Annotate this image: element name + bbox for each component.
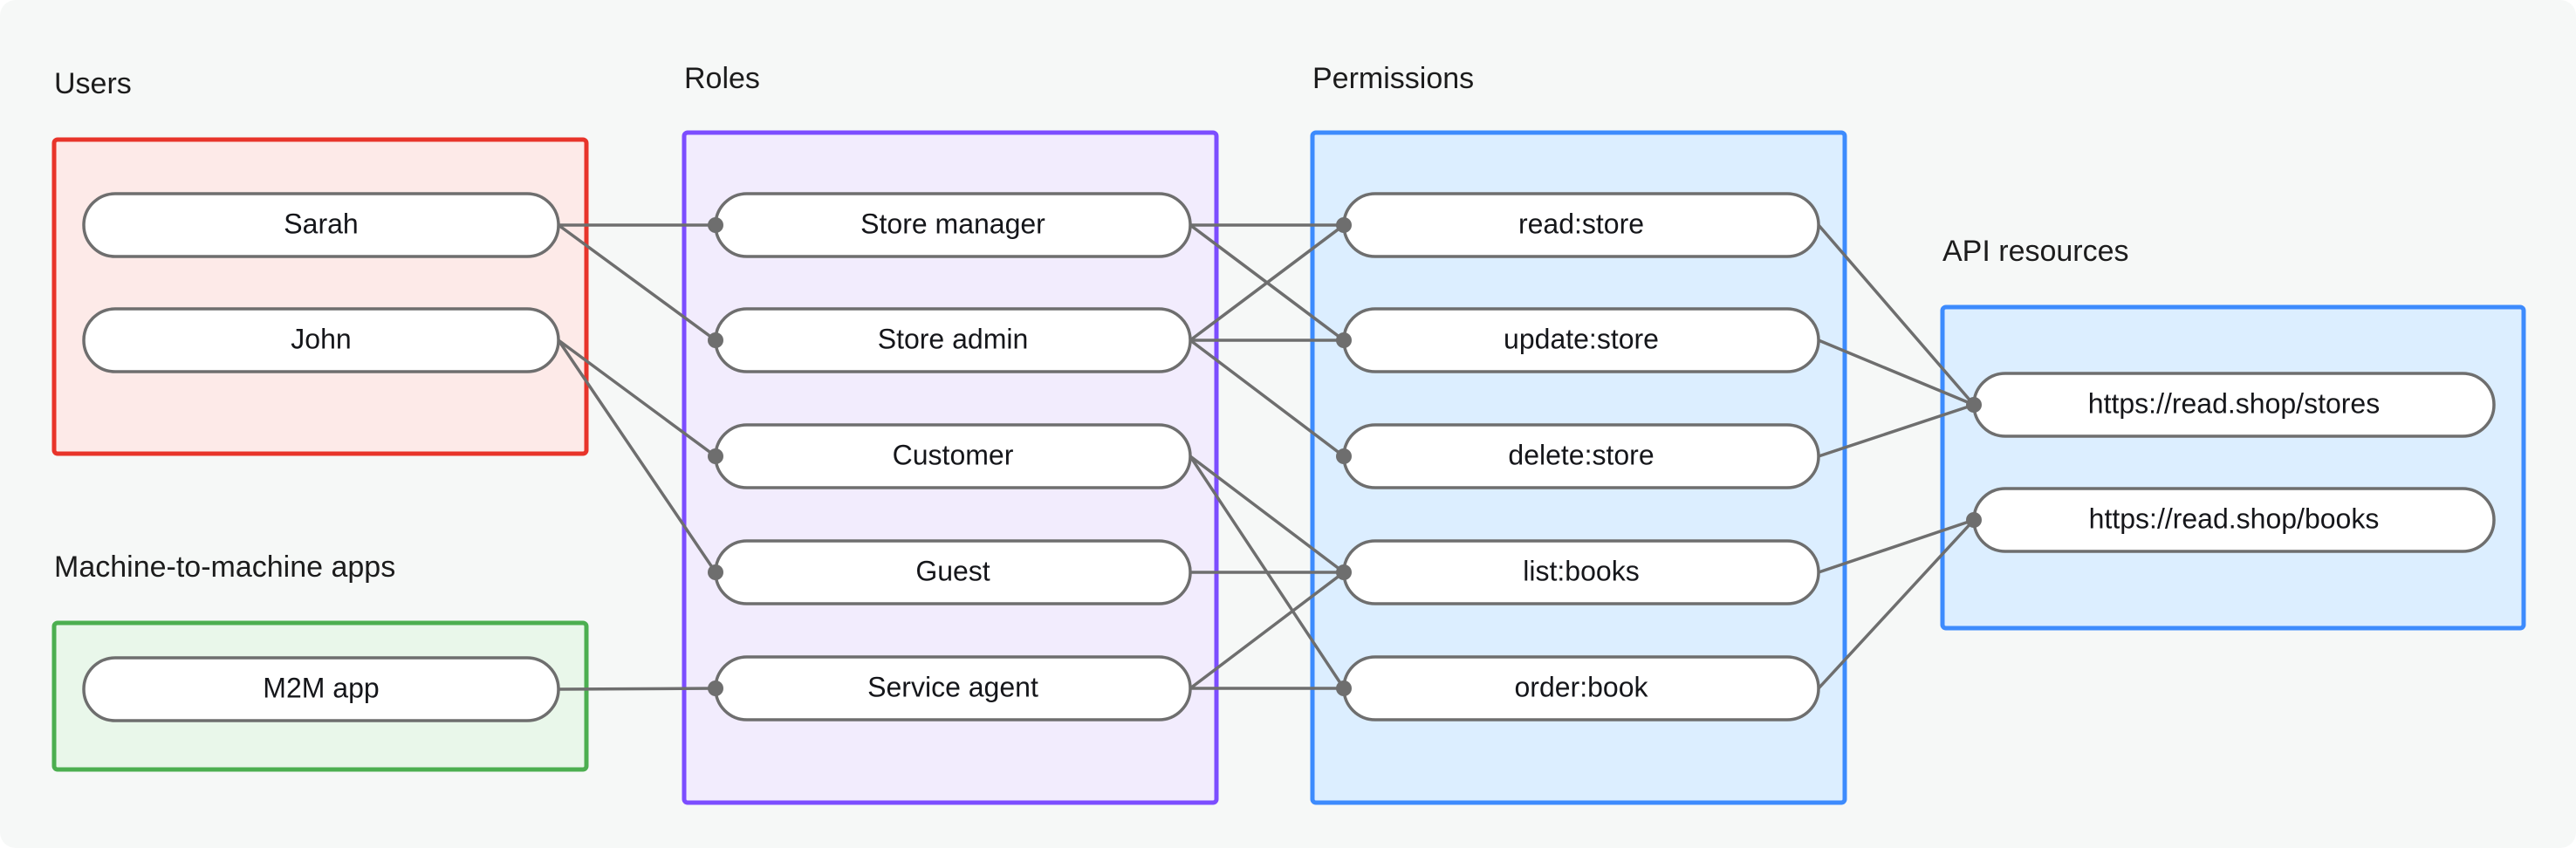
node-pill-sarah[interactable] (82, 192, 560, 258)
node-label-sarah: Sarah (284, 208, 358, 239)
edge-delete-store-to-res-stores (1818, 403, 1975, 458)
edge-john-to-customer (557, 339, 717, 458)
node-label-delete-store: delete:store (1508, 439, 1654, 470)
node-john[interactable]: John (82, 307, 560, 373)
node-m2m-app[interactable]: M2M app (82, 656, 560, 722)
edge-endpoint-dot-res-books (1966, 512, 1982, 528)
node-label-m2m-app: M2M app (263, 672, 379, 703)
group-box-users (51, 137, 589, 456)
node-sarah[interactable]: Sarah (82, 192, 560, 258)
edge-endpoint-dot-store-manager (708, 217, 723, 233)
edge-endpoint-dot-delete-store (1336, 448, 1352, 464)
edge-sarah-to-store-admin (557, 223, 717, 342)
edge-read-store-to-res-stores (1817, 223, 1976, 407)
edge-m2m-app-to-service-agent (558, 687, 716, 691)
edge-service-agent-to-list-books (1189, 571, 1346, 690)
node-pill-john[interactable] (82, 307, 560, 373)
edge-endpoint-dot-service-agent (708, 680, 723, 696)
node-label-service-agent: Service agent (867, 671, 1038, 702)
node-label-john: John (291, 323, 351, 354)
node-service-agent[interactable]: Service agent (714, 655, 1192, 721)
edge-endpoint-dot-customer (708, 448, 723, 464)
node-label-res-stores: https://read.shop/stores (2088, 387, 2380, 419)
node-customer[interactable]: Customer (714, 423, 1192, 489)
edge-list-books-to-res-books (1818, 518, 1975, 574)
edge-endpoint-dot-res-stores (1966, 397, 1982, 413)
edge-endpoint-dots (708, 217, 1982, 696)
node-label-order-book: order:book (1515, 671, 1649, 702)
group-label-m2m: Machine-to-machine apps (54, 551, 395, 584)
edge-order-book-to-res-books (1817, 518, 1976, 690)
node-order-book[interactable]: order:book (1342, 655, 1820, 721)
node-label-list-books: list:books (1523, 555, 1639, 586)
edge-store-admin-to-delete-store (1189, 339, 1346, 458)
edges-layer (557, 223, 1976, 691)
edge-john-to-guest (557, 339, 717, 573)
group-box-api (1940, 304, 2526, 631)
node-label-customer: Customer (893, 439, 1014, 470)
edge-endpoint-dot-update-store (1336, 332, 1352, 348)
node-read-store[interactable]: read:store (1342, 192, 1820, 258)
node-label-guest: Guest (915, 555, 990, 586)
group-label-api: API resources (1942, 235, 2129, 268)
node-guest[interactable]: Guest (714, 539, 1192, 605)
node-res-books[interactable]: https://read.shop/books (1972, 487, 2496, 553)
node-list-books[interactable]: list:books (1342, 539, 1820, 605)
edge-endpoint-dot-guest (708, 564, 723, 580)
group-label-roles: Roles (684, 62, 760, 95)
node-store-manager[interactable]: Store manager (714, 192, 1192, 258)
node-label-update-store: update:store (1504, 323, 1659, 354)
edge-endpoint-dot-read-store (1336, 217, 1352, 233)
edge-store-admin-to-read-store (1189, 223, 1346, 342)
edge-update-store-to-res-stores (1818, 339, 1975, 407)
node-label-store-manager: Store manager (860, 208, 1045, 239)
node-store-admin[interactable]: Store admin (714, 307, 1192, 373)
node-update-store[interactable]: update:store (1342, 307, 1820, 373)
node-label-read-store: read:store (1518, 208, 1644, 239)
group-label-users: Users (54, 67, 132, 100)
node-pill-m2m-app[interactable] (82, 656, 560, 722)
group-label-permissions: Permissions (1312, 62, 1474, 95)
node-res-stores[interactable]: https://read.shop/stores (1972, 372, 2496, 438)
node-label-store-admin: Store admin (878, 323, 1029, 354)
edge-endpoint-dot-store-admin (708, 332, 723, 348)
edge-endpoint-dot-order-book (1336, 680, 1352, 696)
node-delete-store[interactable]: delete:store (1342, 423, 1820, 489)
edge-customer-to-list-books (1189, 455, 1346, 574)
node-label-res-books: https://read.shop/books (2089, 503, 2380, 534)
edge-endpoint-dot-list-books (1336, 564, 1352, 580)
